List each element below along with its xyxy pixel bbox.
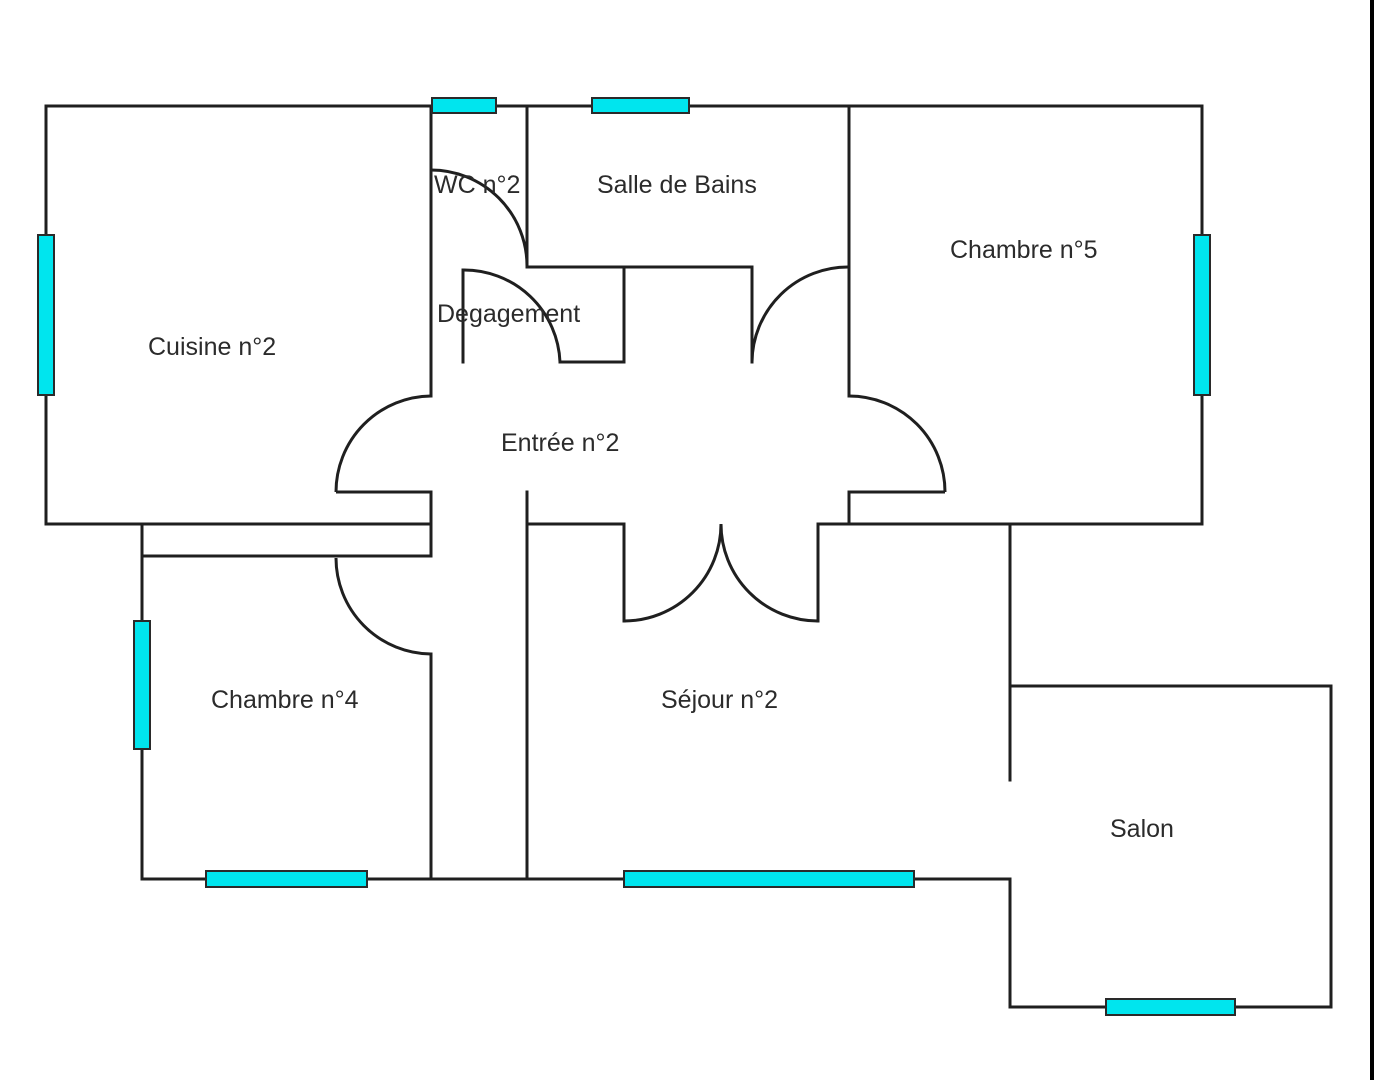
windows xyxy=(37,97,1236,1016)
room-labels: Cuisine n°2 WC n°2 Salle de Bains Chambr… xyxy=(148,171,1174,843)
window-top-bath xyxy=(591,97,690,114)
door-degagement xyxy=(462,268,562,363)
label-sejour: Séjour n°2 xyxy=(661,686,778,714)
label-degagement: Degagement xyxy=(437,300,580,328)
door-salle-de-bains xyxy=(750,265,850,363)
label-salon: Salon xyxy=(1110,815,1174,843)
label-entree: Entrée n°2 xyxy=(501,429,619,457)
window-sejour xyxy=(623,870,915,888)
door-chambre5 xyxy=(848,394,947,493)
door-chambre4 xyxy=(334,557,432,656)
label-cuisine: Cuisine n°2 xyxy=(148,333,276,361)
label-chambre5: Chambre n°5 xyxy=(950,236,1098,264)
label-wc: WC n°2 xyxy=(434,171,520,199)
walls xyxy=(44,104,1333,1009)
window-top-wc xyxy=(431,97,497,114)
window-chambre5 xyxy=(1193,234,1211,396)
window-salon xyxy=(1105,998,1236,1016)
door-sejour-left xyxy=(623,523,723,623)
door-sejour-right xyxy=(719,523,819,623)
image-border xyxy=(1370,0,1374,1080)
window-chambre4-side xyxy=(133,620,151,750)
label-chambre4: Chambre n°4 xyxy=(211,686,359,714)
doors xyxy=(334,168,947,656)
label-salle-de-bains: Salle de Bains xyxy=(597,171,757,199)
window-chambre4-bottom xyxy=(205,870,368,888)
window-cuisine xyxy=(37,234,55,396)
door-wc xyxy=(430,168,529,267)
door-cuisine xyxy=(334,394,432,493)
